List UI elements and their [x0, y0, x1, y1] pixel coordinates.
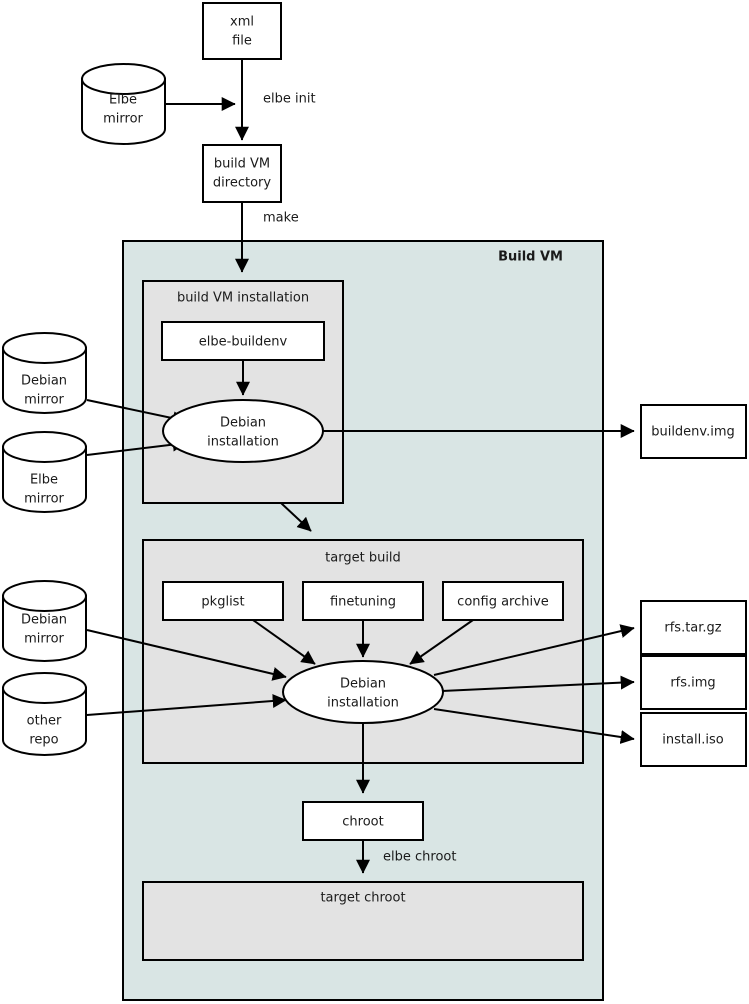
node-debian-installation-buildvm-label-line1: Debian — [220, 416, 266, 431]
node-debian-installation-target-label-line1: Debian — [340, 677, 386, 692]
edge-debian-installation-target-to-rfs-tar-gz — [433, 624, 635, 676]
node-elbe-mirror-lower-label-line2: mirror — [24, 492, 64, 507]
node-debian-installation-buildvm-label-line2: installation — [207, 435, 279, 450]
node-debian-installation-target[interactable]: Debian installation — [282, 660, 444, 724]
node-debian-mirror-upper-label-line1: Debian — [21, 374, 67, 389]
node-other-repo[interactable]: other repo — [2, 672, 87, 756]
node-install-iso[interactable]: install.iso — [640, 712, 747, 767]
node-xml-file[interactable]: xml file — [202, 2, 282, 60]
container-build-vm-label: Build VM — [498, 250, 563, 265]
node-elbe-mirror-top[interactable]: Elbe mirror — [81, 63, 166, 145]
container-target-chroot — [142, 881, 584, 961]
edge-label-elbe-chroot: elbe chroot — [383, 850, 456, 865]
node-debian-installation-target-label-line2: installation — [327, 696, 399, 711]
node-build-vm-directory[interactable]: build VM directory — [202, 144, 282, 203]
container-target-build-label: target build — [325, 551, 401, 566]
edge-elbe-mirror-lower-to-debian-installation — [86, 437, 187, 456]
container-target-chroot-label: target chroot — [320, 891, 405, 906]
node-config-archive-label: config archive — [457, 595, 549, 610]
node-buildenv-img-label: buildenv.img — [651, 425, 735, 440]
edge-build-vm-installation-to-target-build — [280, 502, 312, 532]
edge-other-repo-to-debian-installation-target — [86, 694, 287, 716]
node-debian-mirror-lower-label-line1: Debian — [21, 613, 67, 628]
node-elbe-mirror-top-label-line2: mirror — [103, 112, 143, 127]
node-finetuning[interactable]: finetuning — [302, 581, 424, 621]
node-xml-file-label-line1: xml — [230, 15, 254, 30]
edge-config-archive-to-debian-installation-target — [409, 619, 474, 665]
node-elbe-mirror-lower-label-line1: Elbe — [30, 473, 58, 488]
node-debian-mirror-upper-label-line2: mirror — [24, 393, 64, 408]
node-elbe-mirror-lower[interactable]: Elbe mirror — [2, 431, 87, 513]
node-rfs-img-label: rfs.img — [670, 676, 715, 691]
node-build-vm-directory-label-line1: build VM — [214, 157, 270, 172]
node-debian-installation-buildvm[interactable]: Debian installation — [162, 399, 324, 463]
node-pkglist[interactable]: pkglist — [162, 581, 284, 621]
node-finetuning-label: finetuning — [330, 595, 396, 610]
edge-label-elbe-init: elbe init — [263, 92, 316, 107]
node-rfs-img[interactable]: rfs.img — [640, 655, 747, 710]
node-pkglist-label: pkglist — [201, 595, 244, 610]
edge-label-make: make — [263, 211, 299, 226]
node-elbe-buildenv[interactable]: elbe-buildenv — [161, 321, 325, 361]
node-debian-mirror-lower-label-line2: mirror — [24, 632, 64, 647]
node-elbe-buildenv-label: elbe-buildenv — [199, 335, 288, 350]
node-other-repo-label-line2: repo — [29, 733, 58, 748]
node-other-repo-label-line1: other — [27, 714, 62, 729]
node-rfs-tar-gz[interactable]: rfs.tar.gz — [640, 600, 747, 655]
node-xml-file-label-line2: file — [232, 34, 252, 49]
node-chroot-label: chroot — [342, 815, 383, 830]
node-chroot[interactable]: chroot — [302, 801, 424, 841]
edge-pkglist-to-debian-installation-target — [252, 619, 316, 665]
node-debian-mirror-lower[interactable]: Debian mirror — [2, 580, 87, 662]
node-elbe-mirror-top-label-line1: Elbe — [109, 93, 137, 108]
node-rfs-tar-gz-label: rfs.tar.gz — [664, 621, 721, 636]
node-build-vm-directory-label-line2: directory — [213, 176, 271, 191]
node-install-iso-label: install.iso — [662, 733, 723, 748]
edge-debian-installation-target-to-install-iso — [433, 708, 635, 744]
node-debian-mirror-upper[interactable]: Debian mirror — [2, 332, 87, 414]
edge-debian-installation-target-to-rfs-img — [441, 675, 635, 692]
container-build-vm-installation-label: build VM installation — [177, 291, 309, 306]
node-config-archive[interactable]: config archive — [442, 581, 564, 621]
node-buildenv-img[interactable]: buildenv.img — [640, 404, 747, 459]
edge-debian-mirror-lower-to-debian-installation-target — [86, 629, 287, 681]
